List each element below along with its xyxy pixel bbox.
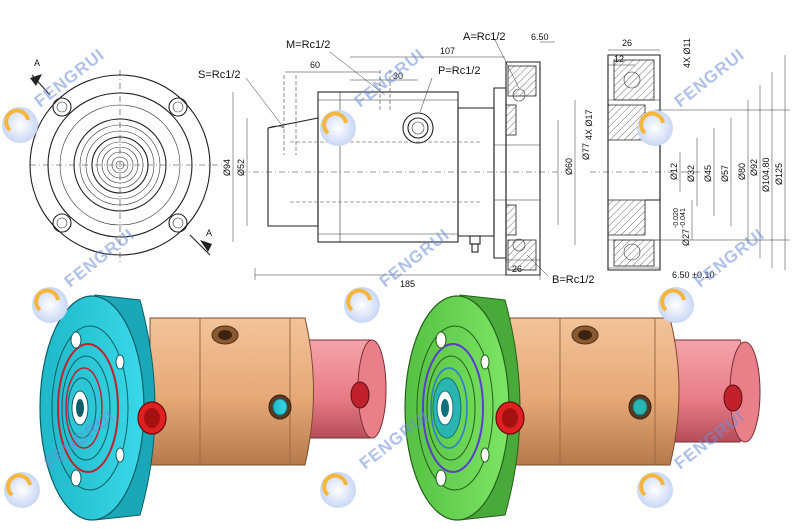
dim-6-50-top: 6.50: [531, 32, 549, 42]
dim-4x-phi17: 4X Ø17: [584, 109, 594, 140]
logo-icon: [637, 472, 673, 508]
label-port-m: M=Rc1/2: [286, 39, 330, 51]
dim-26-bottom: 26: [512, 264, 522, 274]
logo-icon: [344, 287, 380, 323]
bolt-holes: [52, 97, 188, 233]
section-label-a-bottom: A: [206, 228, 212, 238]
watermark-text: FENGRUI: [351, 45, 428, 111]
label-port-s: S=Rc1/2: [198, 69, 241, 81]
dim-phi45: Ø45: [703, 165, 713, 182]
dim-tolerance-lower: -0.041: [680, 208, 687, 228]
logo-icon: [637, 110, 673, 146]
logo-icon: [2, 107, 38, 143]
section-label-a-top: A: [34, 58, 40, 68]
dim-4x-phi11: 4X Ø11: [682, 38, 692, 68]
side-view: S=Rc1/2 M=Rc1/2 P=Rc1/2 A=Rc1/2 B=Rc1/2 …: [198, 31, 595, 289]
logo-icon: [658, 287, 694, 323]
dim-tolerance-upper: -0.020: [673, 208, 680, 228]
dim-phi27: Ø27: [681, 229, 691, 246]
watermark-text: FENGRUI: [61, 225, 138, 291]
dim-phi80: Ø80: [737, 163, 747, 180]
dim-phi104-80: Ø104.80: [761, 157, 771, 192]
logo-icon: [320, 110, 356, 146]
section-view: 26 12 6.50 ±0.10 4X Ø11 Ø12 Ø32 Ø45 Ø57 …: [590, 38, 790, 280]
front-view: A A: [29, 58, 222, 265]
label-port-a: A=Rc1/2: [463, 31, 506, 43]
dim-phi52: Ø52: [236, 159, 246, 176]
logo-icon: [32, 287, 68, 323]
label-port-b: B=Rc1/2: [552, 274, 595, 286]
logo-icon: [320, 472, 356, 508]
dim-phi57: Ø57: [720, 165, 730, 182]
dim-60: 60: [310, 60, 320, 70]
render-green: [404, 294, 761, 521]
dim-phi92: Ø92: [749, 159, 759, 176]
dim-phi77: Ø77: [581, 143, 591, 160]
dim-6-50-tolerance: 6.50 ±0.10: [672, 270, 714, 280]
logo-icon: [4, 472, 40, 508]
render-cyan: [39, 294, 387, 521]
label-port-p: P=Rc1/2: [438, 65, 481, 77]
dim-30: 30: [393, 71, 403, 81]
dim-phi12: Ø12: [669, 163, 679, 180]
dim-12: 12: [614, 54, 624, 64]
dim-phi60: Ø60: [564, 158, 574, 175]
watermark-text: FENGRUI: [691, 225, 768, 291]
dim-26-top: 26: [622, 38, 632, 48]
dim-107: 107: [440, 46, 455, 56]
dim-phi94: Ø94: [222, 159, 232, 176]
dim-phi125: Ø125: [774, 163, 784, 185]
dim-185: 185: [400, 279, 415, 289]
dim-phi32: Ø32: [686, 165, 696, 182]
